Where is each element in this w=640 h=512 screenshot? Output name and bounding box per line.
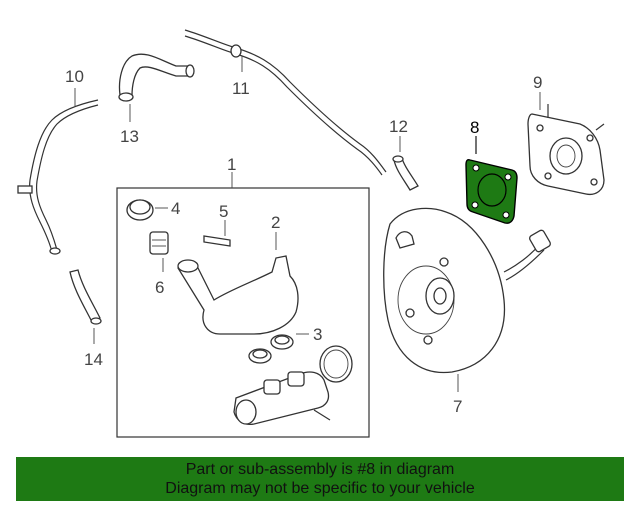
callout-7: 7 — [453, 397, 462, 416]
part-3-seals — [248, 334, 294, 364]
part-7-brake-booster — [383, 207, 551, 374]
callout-3: 3 — [313, 325, 322, 344]
callout-8: 8 — [470, 118, 479, 137]
part-9-bracket — [527, 104, 605, 196]
info-banner: Part or sub-assembly is #8 in diagram Di… — [16, 457, 624, 501]
callout-11: 11 — [232, 79, 250, 98]
part-5-pin — [203, 235, 231, 247]
master-cylinder-body — [233, 371, 331, 426]
part-8-gasket-highlighted — [465, 159, 518, 224]
callout-10: 10 — [65, 67, 84, 86]
callout-5: 5 — [219, 202, 228, 221]
part-2-reservoir — [177, 255, 299, 335]
part-10-tube — [17, 99, 99, 255]
banner-line-2: Diagram may not be specific to your vehi… — [165, 480, 475, 497]
callout-4: 4 — [171, 199, 180, 218]
callout-6: 6 — [155, 278, 164, 297]
o-ring — [319, 345, 353, 383]
part-12-small-hose — [392, 155, 419, 191]
callout-12: 12 — [389, 117, 408, 136]
part-13-hose-elbow — [118, 53, 195, 102]
assembly-1-box — [116, 187, 370, 438]
part-4-reservoir-cap — [126, 199, 154, 221]
callout-1: 1 — [227, 155, 236, 174]
banner-line-1: Part or sub-assembly is #8 in diagram — [185, 461, 455, 478]
callout-9: 9 — [533, 73, 542, 92]
part-14-short-hose — [69, 269, 102, 325]
callout-14: 14 — [84, 350, 103, 369]
callout-2: 2 — [271, 213, 280, 232]
callout-13: 13 — [120, 127, 139, 146]
part-6-strainer — [149, 231, 169, 255]
part-11-vacuum-hose — [184, 29, 387, 176]
